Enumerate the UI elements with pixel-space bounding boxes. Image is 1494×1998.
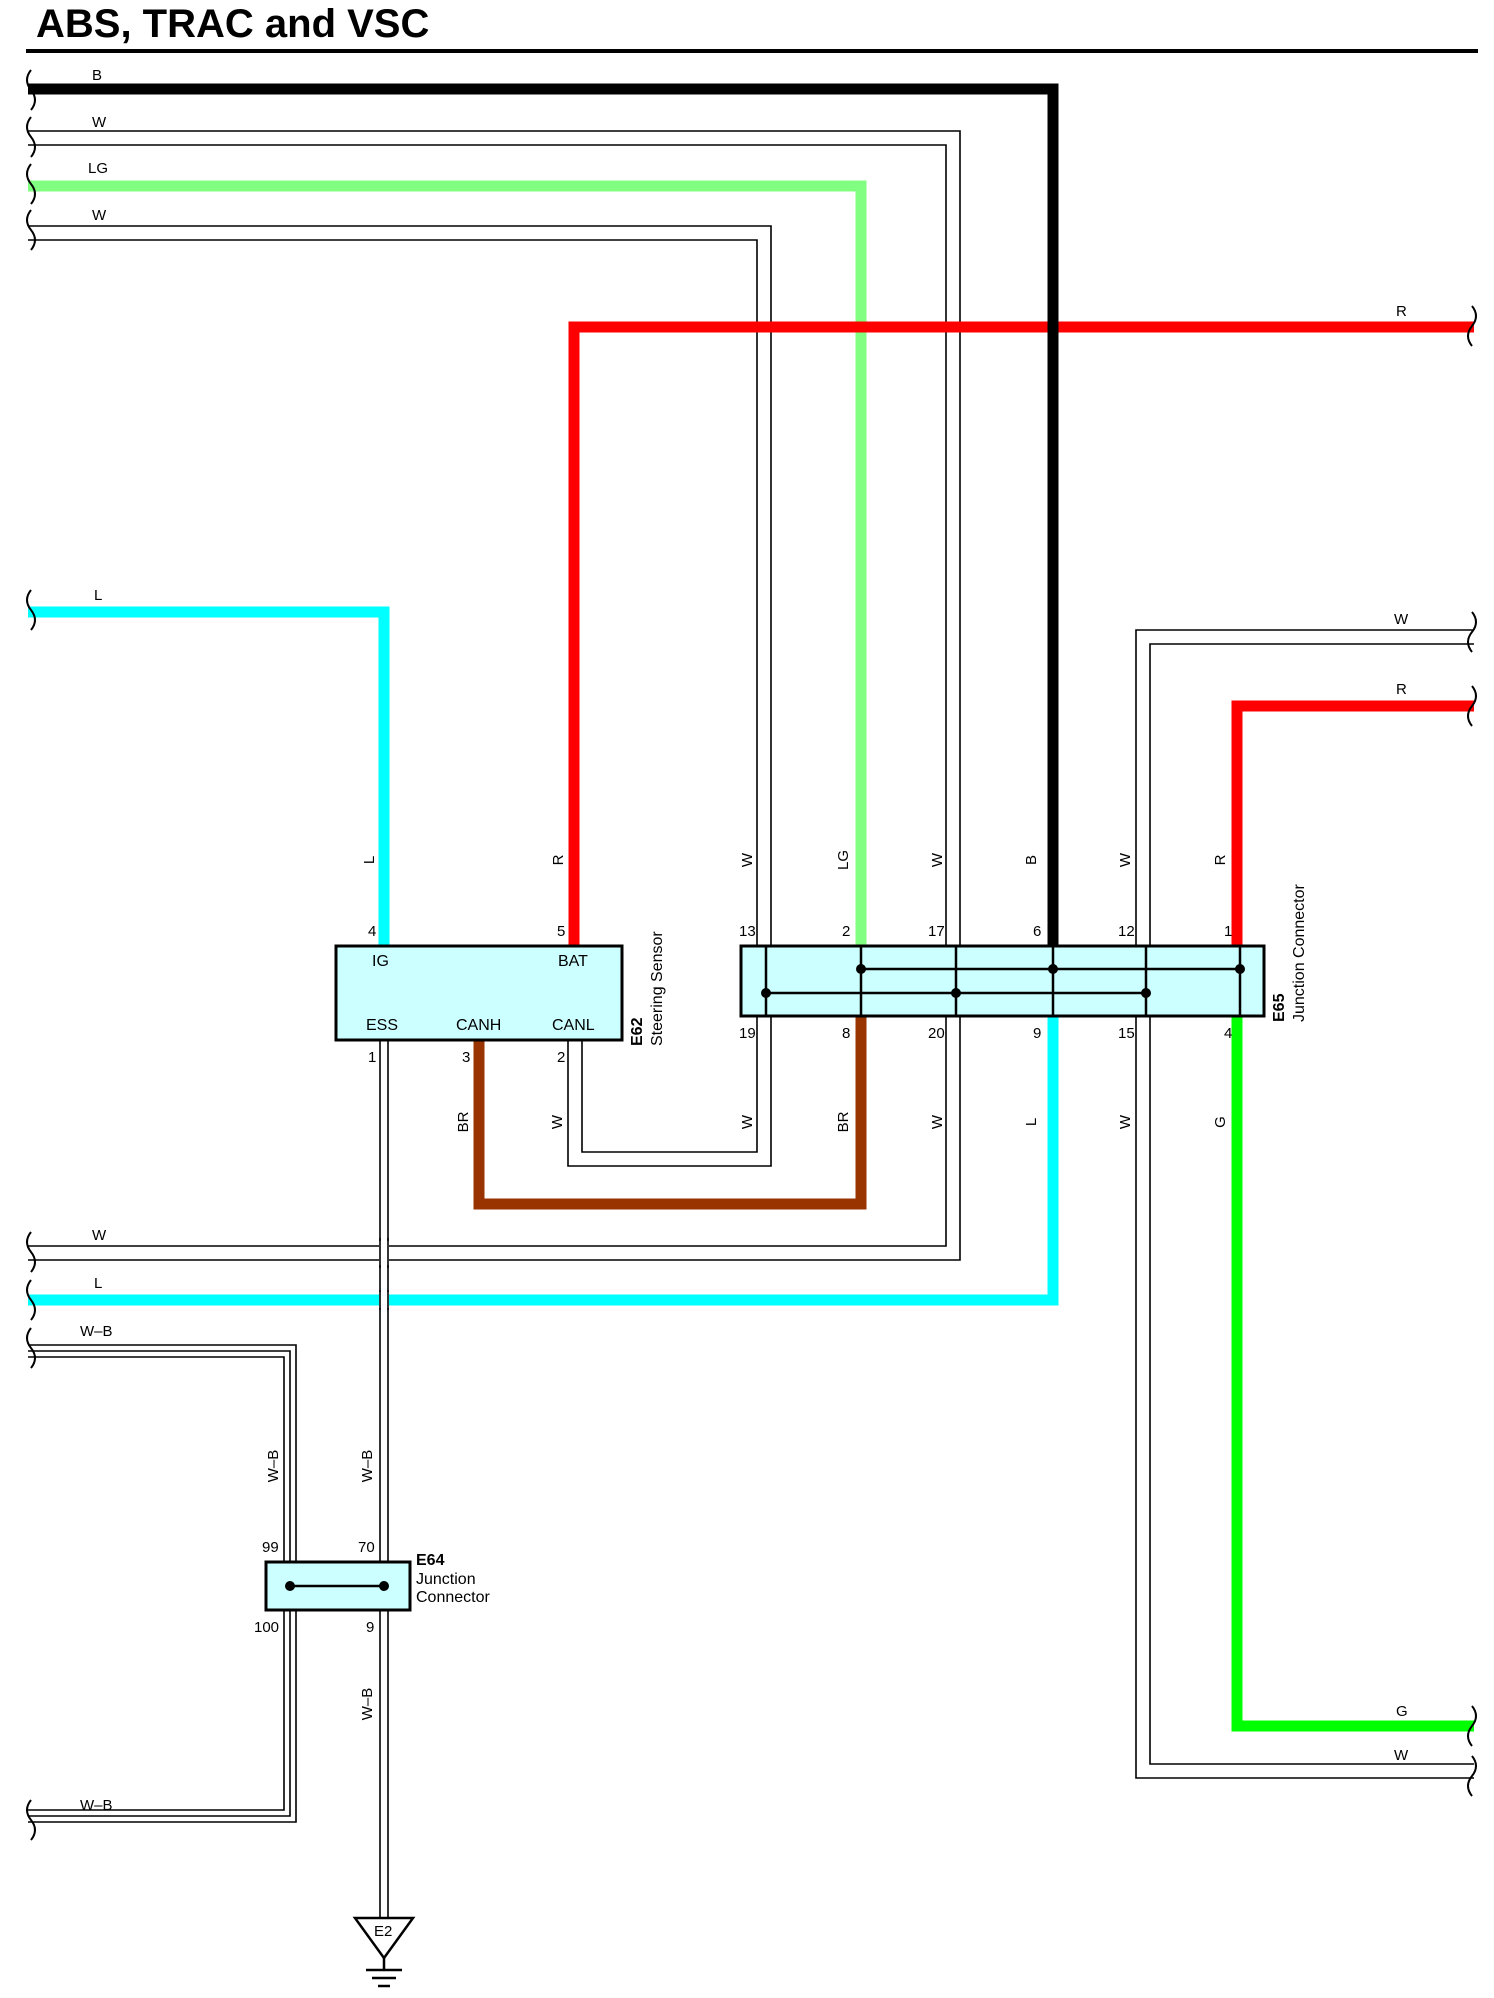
wire-lg — [28, 180, 867, 946]
pin-label: 2 — [842, 923, 850, 940]
wire-label: W — [929, 1114, 946, 1129]
wire-label: W — [549, 1114, 566, 1129]
wire-label: W — [739, 852, 756, 867]
steering-sensor-name: Steering Sensor — [649, 931, 666, 1046]
wire-w-inner — [28, 225, 772, 1167]
wire-label: G — [1396, 1703, 1408, 1720]
pin-label: 100 — [254, 1619, 279, 1636]
wire-label: W — [92, 207, 107, 224]
wire-label: LG — [88, 160, 108, 177]
junction-e65-name: Junction Connector — [1291, 883, 1308, 1022]
pin-label: 1 — [368, 1049, 376, 1066]
pin-label: 3 — [462, 1049, 470, 1066]
junction-e64-name: Junction — [416, 1571, 476, 1588]
wire-label: W — [1394, 1747, 1409, 1764]
wire-label: W — [1117, 1114, 1134, 1129]
wire-label: W–B — [80, 1323, 113, 1340]
junction-e64-name: Connector — [416, 1589, 490, 1606]
wire-w-inner-2 — [28, 239, 758, 1153]
break-marks-left — [26, 69, 36, 1841]
wire-w-right-2 — [1149, 643, 1474, 1765]
junction-e64-node — [379, 1581, 389, 1591]
wire-label: B — [92, 67, 102, 84]
ground-label: E2 — [374, 1923, 392, 1940]
terminal-canh: CANH — [456, 1017, 501, 1034]
wire-label: BR — [455, 1111, 472, 1132]
pin-label: 8 — [842, 1025, 850, 1042]
wire-r-bat — [568, 321, 1474, 946]
ground-symbol — [352, 1916, 416, 1988]
junction-e65-nodes — [761, 964, 1245, 998]
pin-label: 9 — [366, 1619, 374, 1636]
wire-g — [1231, 1016, 1474, 1732]
wire-l-pin9 — [28, 1016, 1059, 1306]
wire-label: R — [550, 854, 567, 865]
pin-label: 19 — [739, 1025, 756, 1042]
pin-label: 70 — [358, 1539, 375, 1556]
pin-label: 20 — [928, 1025, 945, 1042]
wire-label: L — [94, 587, 102, 604]
terminal-ess: ESS — [366, 1017, 398, 1034]
wire-label: W–B — [359, 1450, 376, 1483]
pin-label: 4 — [1224, 1025, 1232, 1042]
wire-r-pin1 — [1231, 700, 1474, 946]
wire-label: W — [1394, 611, 1409, 628]
wire-label: R — [1396, 681, 1407, 698]
steering-sensor-code: E62 — [629, 1017, 646, 1046]
wire-wb-left-b — [28, 1350, 291, 1817]
junction-e65-box — [739, 944, 1266, 1018]
horizontal-wire-labels: B W LG W R L W R W L W–B W–B G W — [80, 67, 1409, 1814]
pin-label: 12 — [1118, 923, 1135, 940]
wire-label: W — [1117, 852, 1134, 867]
pin-label: 17 — [928, 923, 945, 940]
wire-label: W — [92, 114, 107, 131]
pin-label: 9 — [1033, 1025, 1041, 1042]
pin-label: 4 — [368, 923, 376, 940]
wire-b — [28, 83, 1059, 946]
wire-l-ig — [28, 606, 390, 946]
pin-label: 13 — [739, 923, 756, 940]
wire-label: W — [92, 1227, 107, 1244]
pin-label: 2 — [557, 1049, 565, 1066]
terminal-bat: BAT — [558, 953, 588, 970]
wire-w-outer — [28, 130, 961, 1261]
junction-e64-node — [285, 1581, 295, 1591]
wire-label: B — [1023, 855, 1040, 865]
pin-label: 1 — [1224, 923, 1232, 940]
pin-label: 6 — [1033, 923, 1041, 940]
wire-label: W–B — [265, 1450, 282, 1483]
wire-w-right — [1135, 629, 1474, 1779]
wire-label: BR — [835, 1111, 852, 1132]
break-marks-right — [1467, 305, 1477, 1797]
pin-label: 5 — [557, 923, 565, 940]
wire-label: W–B — [359, 1688, 376, 1721]
wire-label: W — [929, 852, 946, 867]
title-rule — [26, 49, 1478, 53]
wire-label: G — [1212, 1116, 1229, 1128]
pin-label: 99 — [262, 1539, 279, 1556]
junction-e64-code: E64 — [416, 1552, 445, 1569]
wire-wb-left-a — [28, 1344, 297, 1823]
wire-label: W — [739, 1114, 756, 1129]
wire-label: LG — [835, 850, 852, 870]
wire-label: W–B — [80, 1797, 113, 1814]
wire-label: L — [1023, 1118, 1040, 1126]
wire-br — [473, 1016, 867, 1210]
wire-wb-left-c — [28, 1356, 285, 1811]
vertical-wire-labels: L R W LG W B W R BR W W BR W L W G W–B W… — [265, 850, 1229, 1720]
terminal-ig: IG — [372, 953, 389, 970]
page-title: ABS, TRAC and VSC — [36, 2, 430, 46]
wire-label: R — [1396, 303, 1407, 320]
wire-label: L — [361, 856, 378, 864]
pin-label: 15 — [1118, 1025, 1135, 1042]
wire-label: R — [1212, 854, 1229, 865]
junction-e65-code: E65 — [1271, 993, 1288, 1022]
wire-w-outer-inner — [28, 144, 947, 1247]
wire-label: L — [94, 1275, 102, 1292]
steering-sensor-box — [334, 944, 624, 1042]
terminal-canl: CANL — [552, 1017, 595, 1034]
